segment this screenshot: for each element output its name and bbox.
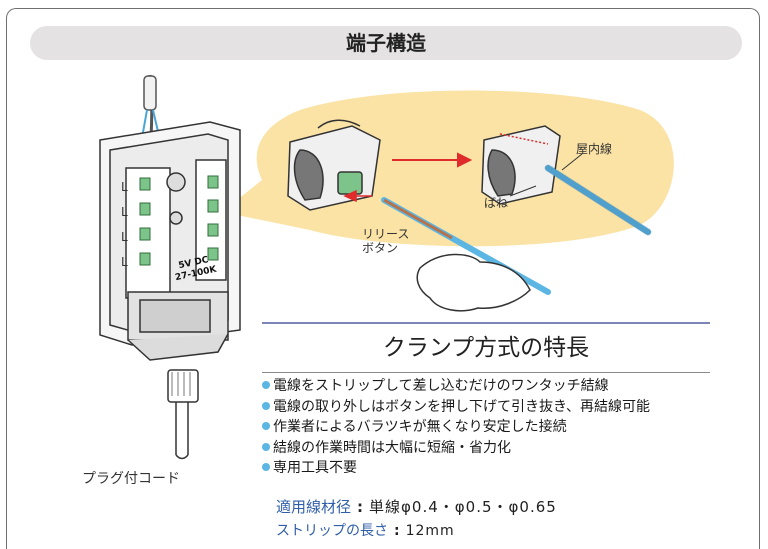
feature-item: 作業者によるバラツキが無くなり安定した接続 bbox=[262, 417, 650, 438]
spec-key: 適用線材径 bbox=[276, 498, 352, 516]
hand-outline bbox=[416, 253, 531, 312]
bullet-icon bbox=[262, 442, 270, 451]
plug-cord-label: プラグ付コード bbox=[82, 471, 180, 487]
bullet-icon bbox=[262, 463, 270, 471]
spec-wire-size: 適用線材径:単線φ0.4・φ0.5・φ0.65 bbox=[276, 498, 557, 516]
terminal-letter: L bbox=[121, 180, 128, 194]
transform-arrow bbox=[392, 152, 473, 168]
spec-strip-length: ストリップの長さ:12mm bbox=[276, 523, 455, 539]
release-pointer bbox=[343, 189, 372, 203]
bullet-icon bbox=[262, 381, 270, 389]
clamp-closeup-open bbox=[287, 119, 381, 211]
indoor-wire-label: 屋内線 bbox=[576, 142, 613, 156]
spring-label: ばね bbox=[484, 196, 509, 210]
spec-key: ストリップの長さ bbox=[276, 523, 388, 539]
indoor-wire bbox=[545, 165, 651, 235]
feature-item: 電線をストリップして差し込むだけのワンタッチ結線 bbox=[262, 376, 650, 397]
terminal-letter: L bbox=[121, 205, 128, 219]
feature-item: 電線の取り外しはボタンを押し下げて引き抜き、再結線可能 bbox=[262, 397, 650, 418]
clamp-terminals bbox=[139, 175, 219, 266]
section-title: 端子構造 bbox=[30, 26, 742, 60]
feature-item: 結線の作業時間は大幅に短縮・省力化 bbox=[262, 438, 650, 459]
feature-item: 専用工具不要 bbox=[262, 458, 650, 479]
feature-list: 電線をストリップして差し込むだけのワンタッチ結線 電線の取り外しはボタンを押し下… bbox=[262, 376, 650, 479]
zoom-highlight-bubble bbox=[222, 90, 674, 247]
spec-value: 12mm bbox=[405, 523, 455, 539]
plug-cord bbox=[167, 369, 199, 460]
bullet-icon bbox=[262, 401, 270, 410]
terminal-letter: L bbox=[121, 230, 128, 244]
bullet-icon bbox=[262, 422, 270, 430]
spec-value: 単線φ0.4・φ0.5・φ0.65 bbox=[369, 498, 557, 516]
terminal-letter: L bbox=[121, 255, 128, 269]
features-heading: クランプ方式の特長 bbox=[262, 322, 710, 373]
clamp-closeup-connected bbox=[481, 125, 561, 205]
release-button-label: リリース ボタン bbox=[362, 227, 410, 255]
